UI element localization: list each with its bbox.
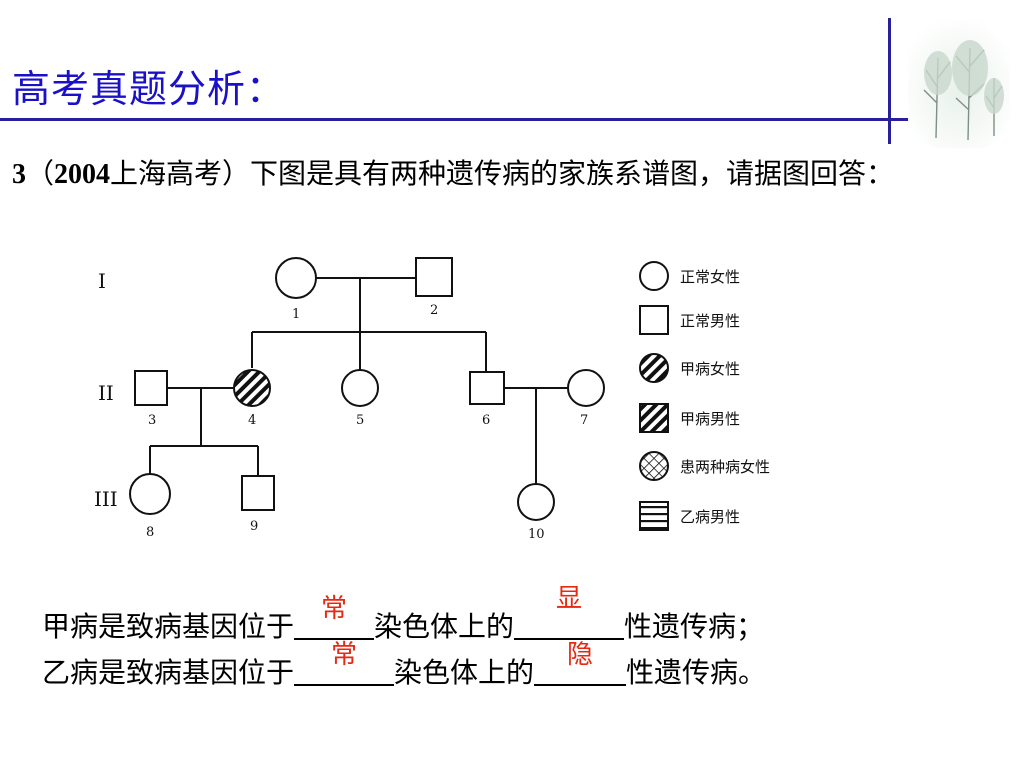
- individual-10-normal-female: [517, 483, 555, 521]
- individual-label-1: 1: [292, 307, 300, 322]
- legend-label-both-diseases-female: 患两种病女性: [680, 458, 770, 476]
- answer-line-2-prefix: 乙病是致病基因位于: [42, 656, 295, 689]
- individual-label-8: 8: [146, 525, 154, 540]
- answer-line-1-prefix: 甲病是致病基因位于: [42, 610, 295, 643]
- page-title: 高考真题分析：: [12, 67, 286, 111]
- decorative-tree-image: [908, 20, 1010, 148]
- legend-label-disease-b-male: 乙病男性: [680, 508, 740, 526]
- legend-label-normal-male: 正常男性: [680, 312, 740, 330]
- individual-label-6: 6: [482, 413, 490, 428]
- answer-text-1-2: 显: [556, 584, 583, 614]
- individual-label-5: 5: [356, 413, 364, 428]
- individual-label-9: 9: [250, 519, 258, 534]
- individual-label-4: 4: [248, 413, 256, 428]
- answer-line-1-suffix: 性遗传病；: [624, 610, 765, 643]
- individual-9-normal-male: [241, 475, 275, 511]
- legend-label-normal-female: 正常女性: [680, 268, 740, 286]
- answer-line-2: 乙病是致病基因位于 常染色体上的 隐性遗传病。: [42, 640, 767, 696]
- pedigree-legend: 正常女性 正常男性 甲病女性 甲病男性 患两种病女性 乙病男性: [639, 261, 770, 531]
- answer-blank-2-1: 常: [294, 640, 395, 686]
- answer-text-1-1: 常: [321, 594, 348, 624]
- answer-section: 甲病是致病基因位于常染色体上的显性遗传病； 乙病是致病基因位于常染色体上的隐性遗…: [42, 584, 767, 696]
- answer-text-2-1: 常: [331, 640, 358, 670]
- question-source: 上海高考: [110, 157, 223, 190]
- answer-blank-2-2: 隐: [534, 640, 627, 686]
- question-body: ）下图是具有两种遗传病的家族系谱图，请据图回答：: [222, 157, 895, 190]
- title-divider: [0, 118, 910, 121]
- diagonal-hatched-circle-icon: [639, 353, 669, 383]
- answer-blank-1-2: 显: [514, 584, 625, 640]
- open-paren: （: [26, 157, 55, 190]
- answer-blank-1-1: 常: [294, 594, 375, 640]
- individual-5-normal-female: [341, 369, 379, 407]
- individual-7-normal-female: [567, 369, 605, 407]
- individual-3-normal-male: [134, 370, 168, 406]
- answer-line-1-middle: 染色体上的: [374, 610, 515, 643]
- square-icon: [639, 305, 669, 335]
- individual-4-affected-female-a: [233, 369, 271, 407]
- pedigree-chart: I II III 1 2 3 4 5 6 7 8 9 10 正常女性 正常男性 …: [94, 257, 770, 542]
- answer-line-1: 甲病是致病基因位于常染色体上的 显性遗传病；: [42, 584, 766, 650]
- generation-label-ii: II: [98, 381, 114, 405]
- legend-label-disease-a-female: 甲病女性: [680, 360, 740, 378]
- answer-line-2-middle: 染色体上的: [394, 656, 535, 689]
- legend-label-disease-a-male: 甲病男性: [680, 410, 740, 428]
- individual-label-10: 10: [528, 527, 545, 542]
- question-text: 3（2004上海高考）下图是具有两种遗传病的家族系谱图，请据图回答：: [12, 152, 1022, 197]
- individual-label-2: 2: [430, 303, 438, 318]
- individual-6-normal-male: [469, 371, 505, 405]
- question-year: 2004: [54, 159, 111, 190]
- horizontal-striped-square-icon: [639, 501, 669, 531]
- generation-label-i: I: [98, 269, 106, 293]
- answer-line-2-suffix: 性遗传病。: [626, 656, 767, 689]
- vertical-divider: [888, 18, 891, 144]
- diagonal-hatched-square-icon: [639, 403, 669, 433]
- individual-8-normal-female: [129, 473, 171, 515]
- individual-2-normal-male: [415, 257, 453, 297]
- generation-label-iii: III: [94, 487, 118, 511]
- question-number: 3: [12, 159, 26, 190]
- individual-label-3: 3: [148, 413, 156, 428]
- circle-icon: [639, 261, 669, 291]
- answer-text-2-2: 隐: [567, 640, 594, 670]
- cross-hatched-circle-icon: [639, 451, 669, 481]
- individual-1-normal-female: [275, 257, 317, 299]
- individual-label-7: 7: [580, 413, 588, 428]
